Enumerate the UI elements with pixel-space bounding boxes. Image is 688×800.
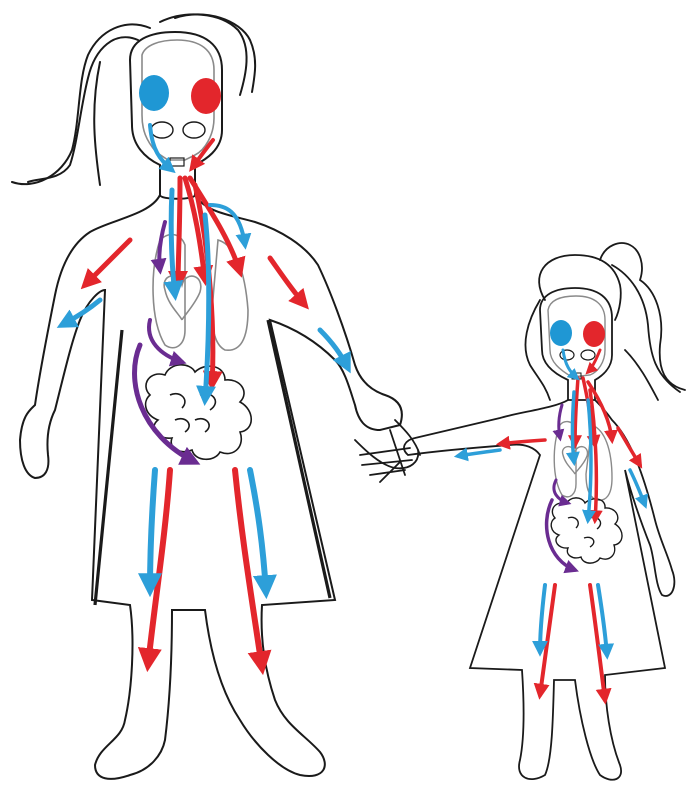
- adult-left-eye: [139, 75, 169, 111]
- circulation-arrows: [62, 125, 645, 700]
- adult-heart: [164, 276, 201, 320]
- child-arrow-red-rleg: [590, 585, 605, 700]
- child-arrow-purple-2: [554, 480, 568, 503]
- child-organs: [554, 422, 612, 501]
- child-arrow-blue-1: [573, 392, 575, 462]
- child-arrow-purple-3: [547, 500, 575, 570]
- child-arrow-red-larm: [500, 440, 545, 444]
- child-right-eye: [583, 321, 605, 347]
- adult-arrow-blue-head: [150, 125, 172, 170]
- adult-arrow-purple-2: [149, 320, 182, 362]
- child-figure: [404, 243, 685, 780]
- adult-arrow-red-rarm: [270, 258, 305, 305]
- child-arrow-red-rarm: [618, 428, 640, 465]
- adult-head: [130, 32, 222, 199]
- adult-arrow-blue-rleg: [250, 470, 266, 592]
- adult-nostril-right: [183, 122, 205, 138]
- child-arrow-blue-head: [563, 350, 577, 378]
- adult-arrow-blue-larm: [62, 300, 100, 325]
- adult-arrow-blue-lleg: [150, 470, 155, 590]
- adult-right-eye: [191, 78, 221, 114]
- adult-dress-left-edge: [95, 330, 122, 605]
- child-arrow-purple-1: [559, 405, 562, 438]
- child-nostril-right: [581, 350, 595, 360]
- adult-arrow-blue-1: [171, 190, 175, 295]
- adult-arrow-purple-3: [135, 345, 195, 462]
- adult-arrow-blue-2: [205, 215, 209, 400]
- child-arrow-blue-larm: [458, 450, 500, 456]
- holding-hands: [355, 420, 420, 482]
- adult-dress-right-edge: [268, 320, 330, 598]
- child-left-eye: [550, 320, 572, 346]
- adult-arrow-red-2: [178, 178, 180, 285]
- adult-intestines: [146, 365, 252, 459]
- adult-lung-right: [212, 240, 248, 350]
- adult-arrow-red-larm: [85, 240, 130, 285]
- child-arrow-blue-lleg: [540, 585, 545, 652]
- adult-nostril-left: [151, 122, 173, 138]
- adult-arrow-purple-1: [159, 222, 165, 270]
- child-arrow-red-2: [575, 378, 578, 445]
- child-arrow-blue-2: [588, 400, 591, 520]
- child-intestines: [551, 498, 622, 563]
